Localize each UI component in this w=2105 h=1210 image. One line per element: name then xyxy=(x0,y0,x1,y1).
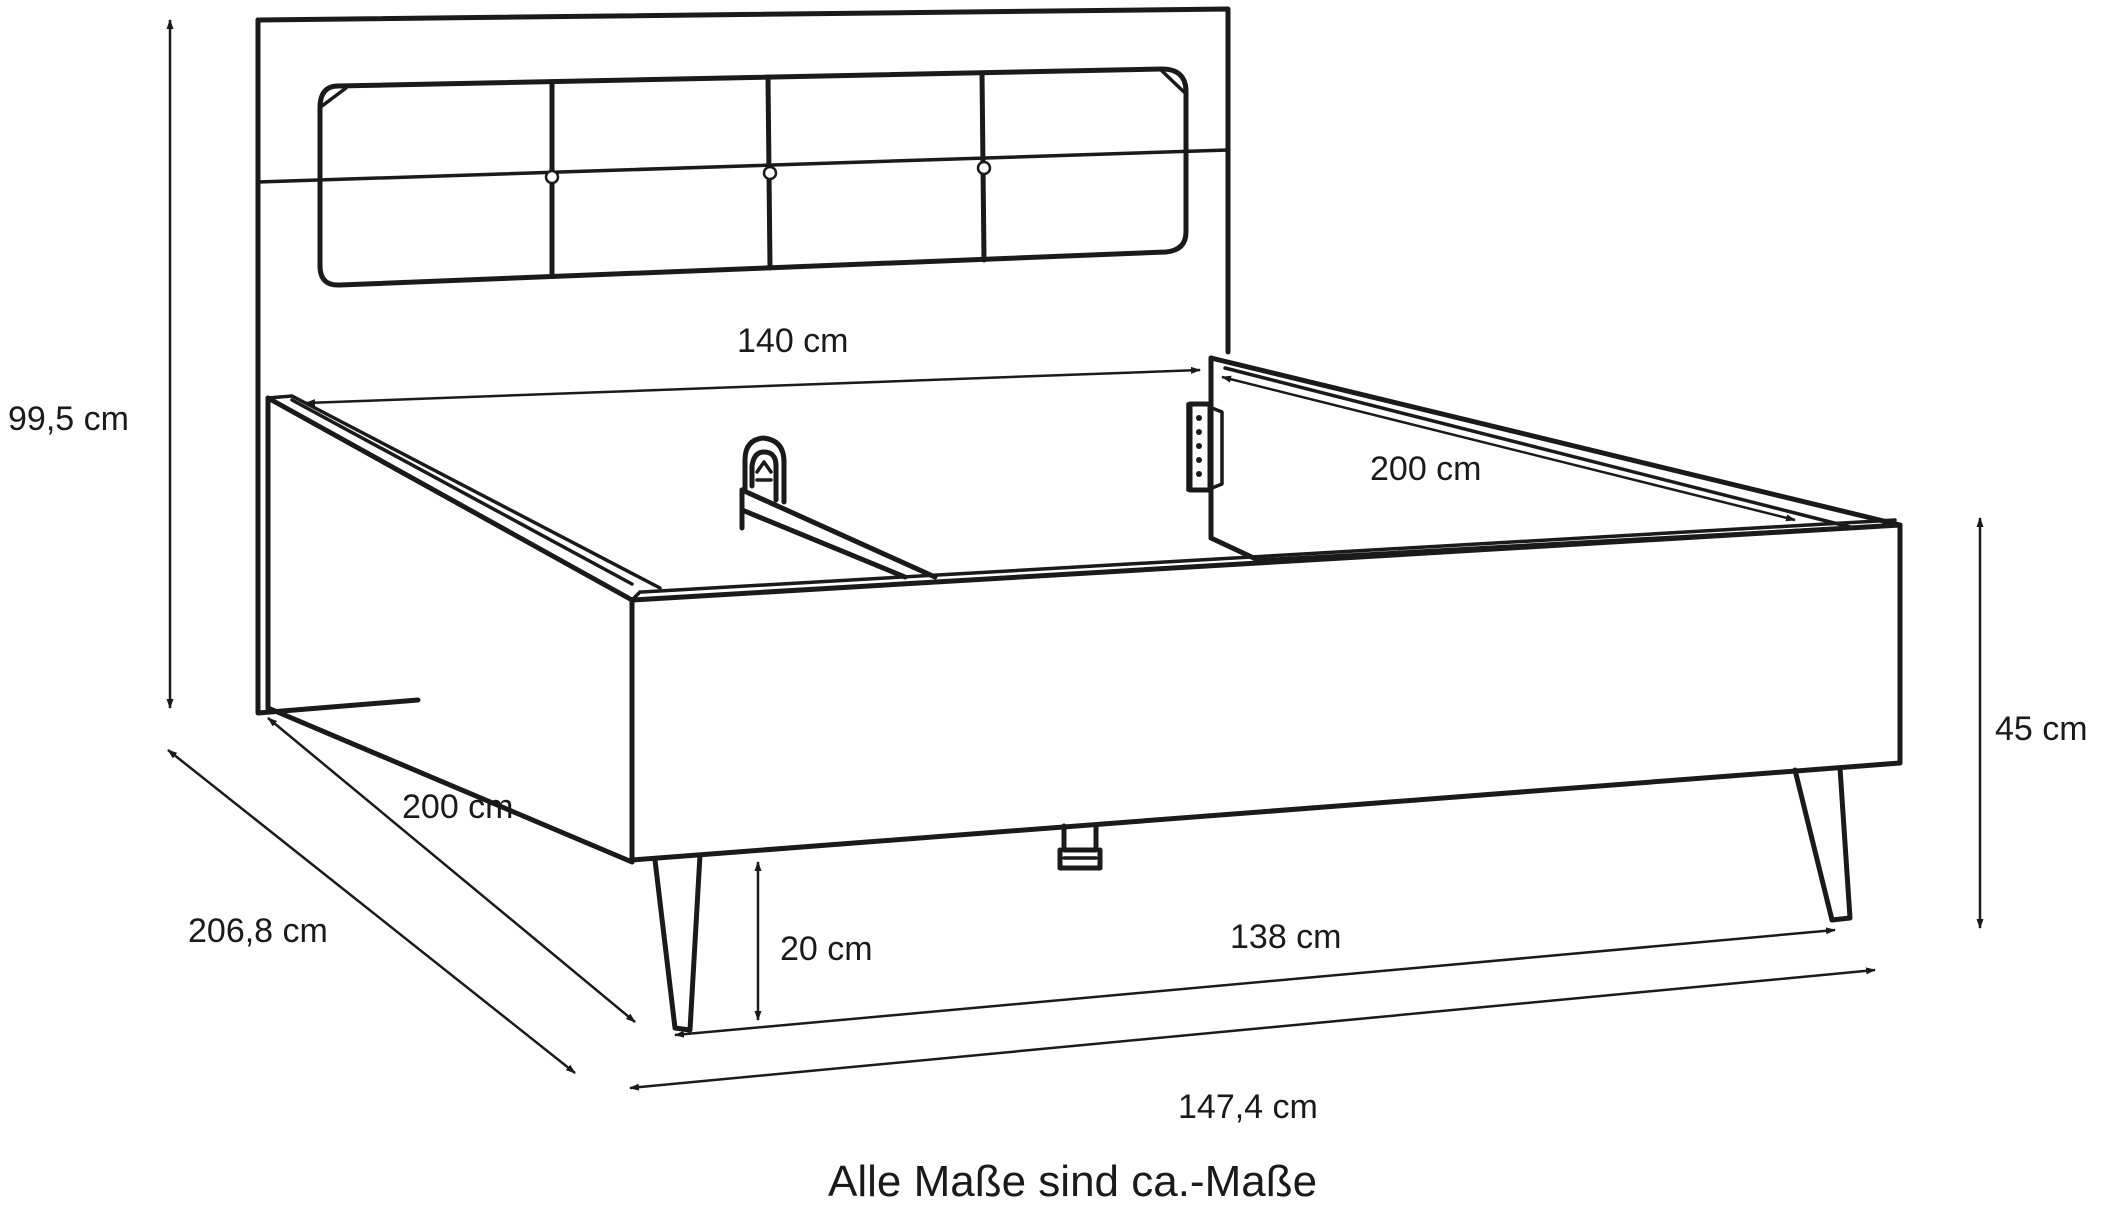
leg-front-right xyxy=(1792,765,1853,923)
dim-overall-width xyxy=(629,967,1876,1091)
label-inner-width: 140 cm xyxy=(737,322,849,360)
label-overall-width: 147,4 cm xyxy=(1178,1088,1318,1126)
bed-frame xyxy=(265,355,1903,1033)
dim-inner-width xyxy=(305,366,1201,407)
headboard xyxy=(255,6,1231,716)
dimension-labels: 99,5 cm 140 cm 200 cm 200 cm 206,8 cm 45… xyxy=(8,322,2088,1206)
upholstered-panel xyxy=(317,66,1189,288)
label-overall-length: 206,8 cm xyxy=(188,912,328,950)
label-inner-length-right: 200 cm xyxy=(1370,450,1482,488)
label-leg-height: 20 cm xyxy=(780,930,873,968)
dim-overall-length xyxy=(167,749,576,1074)
tuft-button xyxy=(976,160,992,176)
leg-front-left xyxy=(652,852,703,1033)
label-headboard-height: 99,5 cm xyxy=(8,400,129,438)
footer-note: Alle Maße sind ca.-Maße xyxy=(828,1157,1317,1206)
label-frame-height: 45 cm xyxy=(1995,710,2088,748)
tuft-button xyxy=(544,169,560,185)
label-leg-span: 138 cm xyxy=(1230,918,1342,956)
dim-inner-length-right xyxy=(1221,375,1796,522)
tuft-button xyxy=(762,165,778,181)
dimension-lines xyxy=(166,19,1984,1091)
label-inner-length-left: 200 cm xyxy=(402,788,514,826)
